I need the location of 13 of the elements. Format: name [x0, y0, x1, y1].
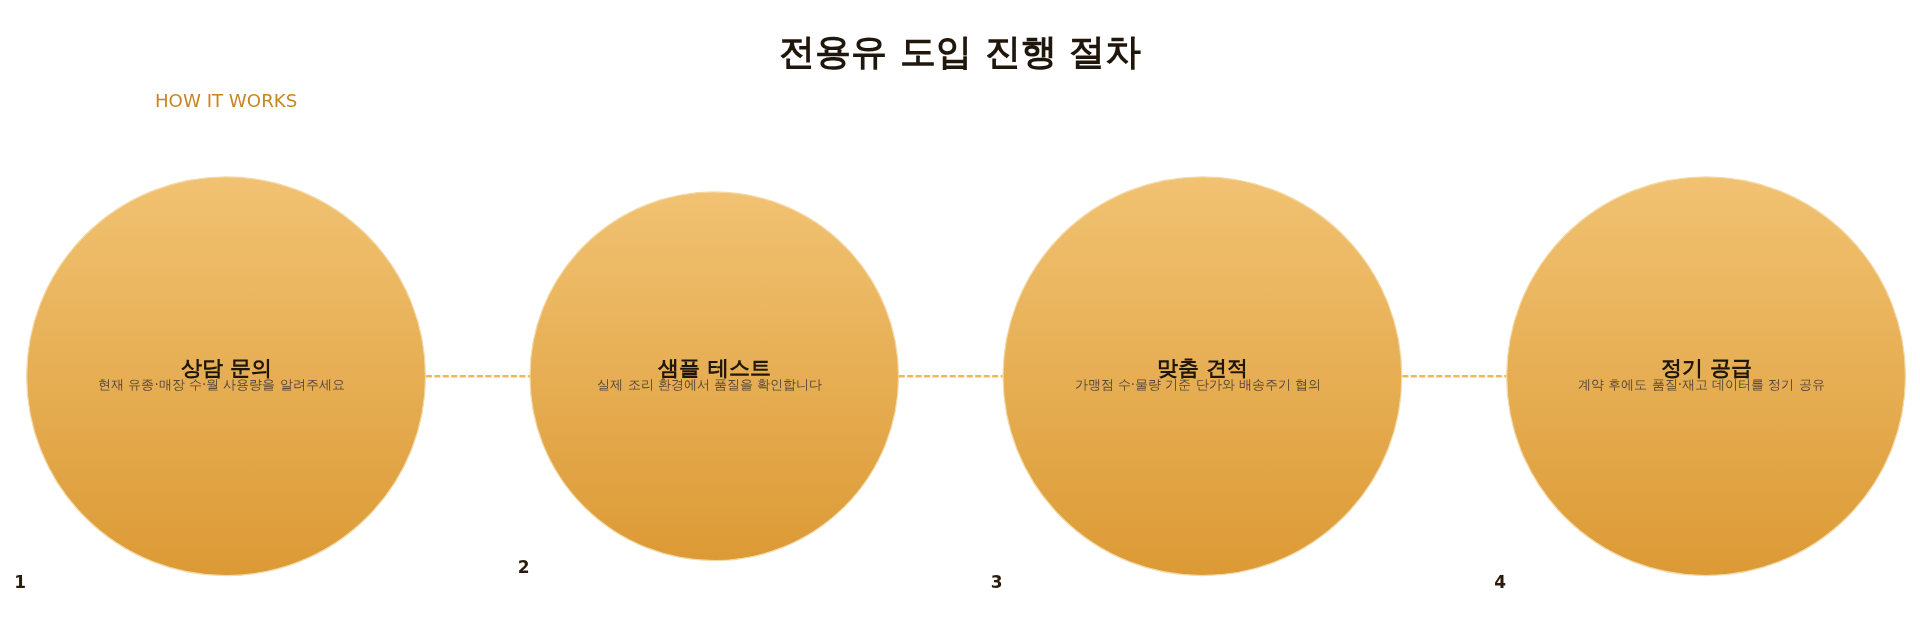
- node-circle: 정기 공급 계약 후에도 품질·재고 데이터를 정기 공유: [1506, 175, 1907, 576]
- node-circle: 상담 문의 현재 유종·매장 수·월 사용량을 알려주세요: [26, 175, 427, 576]
- diagram-title: 전용유 도입 진행 절차: [779, 29, 1142, 73]
- connector: [425, 374, 530, 377]
- node-circle: 샘플 테스트 실제 조리 환경에서 품질을 확인합니다: [529, 190, 900, 561]
- connector: [1402, 374, 1507, 377]
- label: HOW IT WORKS: [154, 89, 298, 111]
- node-label: 1: [14, 571, 27, 592]
- node-label: 4: [1494, 571, 1507, 592]
- node-label: 2: [517, 556, 530, 577]
- node-label: 3: [990, 571, 1003, 592]
- node-circle: 맞춤 견적 가맹점 수·물량 기준 단가와 배송주기 협의: [1002, 175, 1403, 576]
- connector: [898, 374, 1003, 377]
